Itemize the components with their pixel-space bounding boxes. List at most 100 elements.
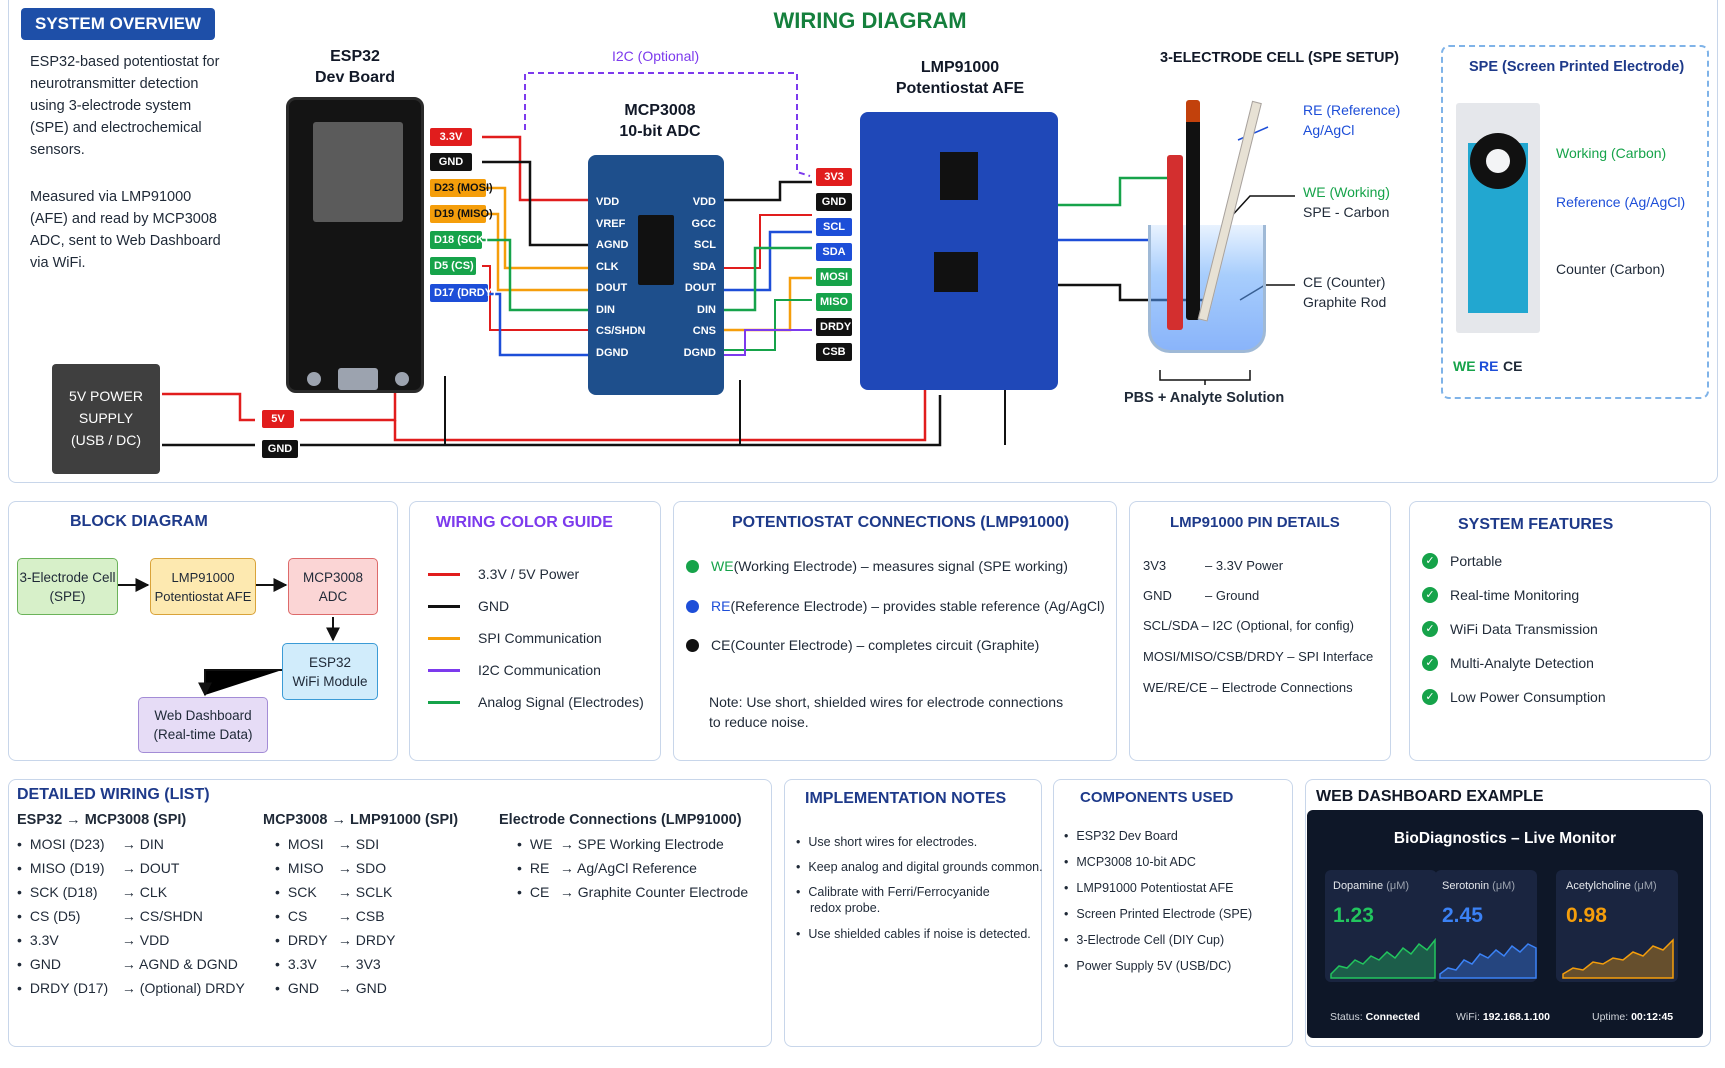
- spe-ce-tag: CE: [1503, 358, 1523, 374]
- lmp91000-chip-2: [934, 252, 978, 292]
- lmp-pin-miso: MISO: [816, 293, 852, 311]
- metric-card-acetylcholine: [1556, 870, 1678, 982]
- dashboard-status: Status: Connected: [1330, 1011, 1420, 1023]
- component-3: LMP91000 Potentiostat AFE: [1064, 880, 1233, 897]
- guide-swatch-power: [428, 572, 460, 576]
- esp32-chip-shield: [313, 122, 403, 222]
- metric-value-serotonin: 2.45: [1442, 904, 1483, 927]
- guide-row-analog: Analog Signal (Electrodes): [428, 694, 644, 710]
- metric-label-dopamine: Dopamine (μM): [1333, 880, 1410, 892]
- we-label: WE (Working) SPE - Carbon: [1303, 184, 1390, 220]
- components-title: COMPONENTS USED: [1080, 789, 1234, 806]
- esp32-button-right[interactable]: [395, 372, 409, 386]
- pin-row-i2c: SCL/SDA – I2C (Optional, for config): [1143, 618, 1355, 633]
- component-2: MCP3008 10-bit ADC: [1064, 854, 1196, 871]
- dashboard-uptime: Uptime: 00:12:45: [1592, 1011, 1674, 1023]
- spe-box: [1441, 45, 1709, 399]
- block-web: Web Dashboard(Real-time Data): [138, 697, 268, 753]
- mcp3008-right-pins: VDD GCC SCL SDA DOUT DIN CNS DGND: [683, 196, 716, 359]
- detailed-col-3: Electrode Connections (LMP91000) WE→ SPE…: [499, 812, 748, 904]
- feature-portable: ✓Portable: [1422, 553, 1502, 569]
- potentiostat-note: Note: Use short, shielded wires for elec…: [709, 694, 1064, 730]
- pin-row-spi: MOSI/MISO/CSB/DRDY – SPI Interface: [1143, 649, 1374, 664]
- esp-pin-sck: D18 (SCK): [430, 231, 488, 249]
- spe-working-label: Working (Carbon): [1556, 145, 1667, 161]
- spe-working-disc: [1486, 149, 1510, 173]
- esp-pin-mosi: D23 (MOSI): [430, 179, 493, 197]
- esp-pin-miso: D19 (MISO): [430, 205, 493, 223]
- check-icon: ✓: [1422, 621, 1438, 637]
- metric-label-acetylcholine: Acetylcholine (μM): [1566, 880, 1657, 892]
- pin-details-panel: [1129, 501, 1391, 761]
- metric-value-acetylcholine: 0.98: [1566, 904, 1607, 927]
- lmp91000-board: [860, 112, 1058, 390]
- lmp-pin-mosi: MOSI: [816, 268, 852, 286]
- block-diagram-title: BLOCK DIAGRAM: [70, 513, 208, 530]
- spe-reference-label: Reference (Ag/AgCl): [1556, 194, 1686, 210]
- impl-note-1: Use short wires for electrodes.: [796, 834, 977, 851]
- pin-row-gnd: GND– Ground: [1143, 588, 1260, 603]
- guide-row-i2c: I2C Communication: [428, 662, 601, 678]
- overview-paragraph-2: Measured via LMP91000 (AFE) and read by …: [30, 189, 221, 271]
- feature-wifi: ✓WiFi Data Transmission: [1422, 621, 1598, 637]
- esp-pin-drdy: D17 (DRDY): [430, 284, 496, 302]
- esp32-board: [286, 97, 424, 393]
- esp-pin-gnd: GND: [430, 153, 472, 171]
- features-title: SYSTEM FEATURES: [1458, 516, 1614, 533]
- conn-row-ce: CE (Counter Electrode) – completes circu…: [686, 637, 1039, 653]
- ce-dot: [686, 638, 699, 652]
- conn-row-re: RE (Reference Electrode) – provides stab…: [686, 598, 1105, 614]
- i2c-optional-label: I2C (Optional): [612, 48, 700, 64]
- lmp-pin-3v3: 3V3: [816, 168, 852, 186]
- detailed-col-1: ESP32 → MCP3008 (SPI) MOSI (D23)→ DIN MI…: [17, 812, 245, 1000]
- re-electrode: [1186, 100, 1200, 320]
- guide-row-spi: SPI Communication: [428, 630, 602, 646]
- esp-pin-cs: D5 (CS): [430, 257, 476, 275]
- esp32-button-left[interactable]: [307, 372, 321, 386]
- solution-label: PBS + Analyte Solution: [1124, 390, 1285, 406]
- esp32-title: ESP32 Dev Board: [314, 48, 396, 86]
- electrode-cell-title: 3-ELECTRODE CELL (SPE SETUP): [1160, 50, 1400, 66]
- spe-re-tag: RE: [1479, 358, 1499, 374]
- guide-swatch-i2c: [428, 668, 460, 672]
- feature-realtime: ✓Real-time Monitoring: [1422, 587, 1579, 603]
- re-label: RE (Reference) Ag/AgCl: [1303, 102, 1401, 138]
- check-icon: ✓: [1422, 655, 1438, 671]
- dashboard-header: BioDiagnostics – Live Monitor: [1393, 830, 1617, 847]
- mcp3008-left-pins: VDD VREF AGND CLK DOUT DIN CS/SHDN DGND: [596, 196, 646, 359]
- potentiostat-panel: [673, 501, 1117, 761]
- color-guide-title: WIRING COLOR GUIDE: [436, 514, 613, 531]
- mcp3008-title: MCP3008 10-bit ADC: [619, 102, 701, 140]
- guide-row-power: 3.3V / 5V Power: [428, 566, 579, 582]
- mcp3008-chip: [638, 215, 674, 285]
- power-gnd-tag: GND: [262, 440, 298, 458]
- check-icon: ✓: [1422, 689, 1438, 705]
- impl-note-2: Keep analog and digital grounds common.: [796, 859, 1042, 876]
- spe-title: SPE (Screen Printed Electrode): [1469, 59, 1685, 75]
- impl-note-3b: redox probe.: [810, 901, 881, 915]
- lmp-pin-sda: SDA: [816, 243, 852, 261]
- metric-card-serotonin: [1435, 870, 1537, 982]
- power-supply-box: 5V POWER SUPPLY (USB / DC): [52, 364, 160, 474]
- sparklines: [1330, 937, 1674, 979]
- feature-low-power: ✓Low Power Consumption: [1422, 689, 1606, 705]
- conn-row-we: WE (Working Electrode) – measures signal…: [686, 558, 1068, 574]
- impl-notes-title: IMPLEMENTATION NOTES: [805, 790, 1007, 807]
- color-guide-panel: [409, 501, 661, 761]
- system-overview-badge: SYSTEM OVERVIEW: [21, 8, 215, 40]
- sparkline-serotonin: [1439, 943, 1537, 979]
- features-panel: [1409, 501, 1711, 761]
- impl-notes-panel: [784, 779, 1042, 1047]
- component-4: Screen Printed Electrode (SPE): [1064, 906, 1252, 923]
- pin-details-title: LMP91000 PIN DETAILS: [1170, 514, 1340, 531]
- check-icon: ✓: [1422, 587, 1438, 603]
- component-5: 3-Electrode Cell (DIY Cup): [1064, 932, 1224, 949]
- detailed-col-2: MCP3008 → LMP91000 (SPI) MOSI→ SDI MISO→…: [263, 812, 458, 1000]
- sparkline-acetylcholine: [1562, 938, 1674, 979]
- overview-paragraph-1: ESP32-based potentiostat for neurotransm…: [30, 54, 220, 158]
- check-icon: ✓: [1422, 553, 1438, 569]
- dashboard-title: WEB DASHBOARD EXAMPLE: [1316, 788, 1544, 805]
